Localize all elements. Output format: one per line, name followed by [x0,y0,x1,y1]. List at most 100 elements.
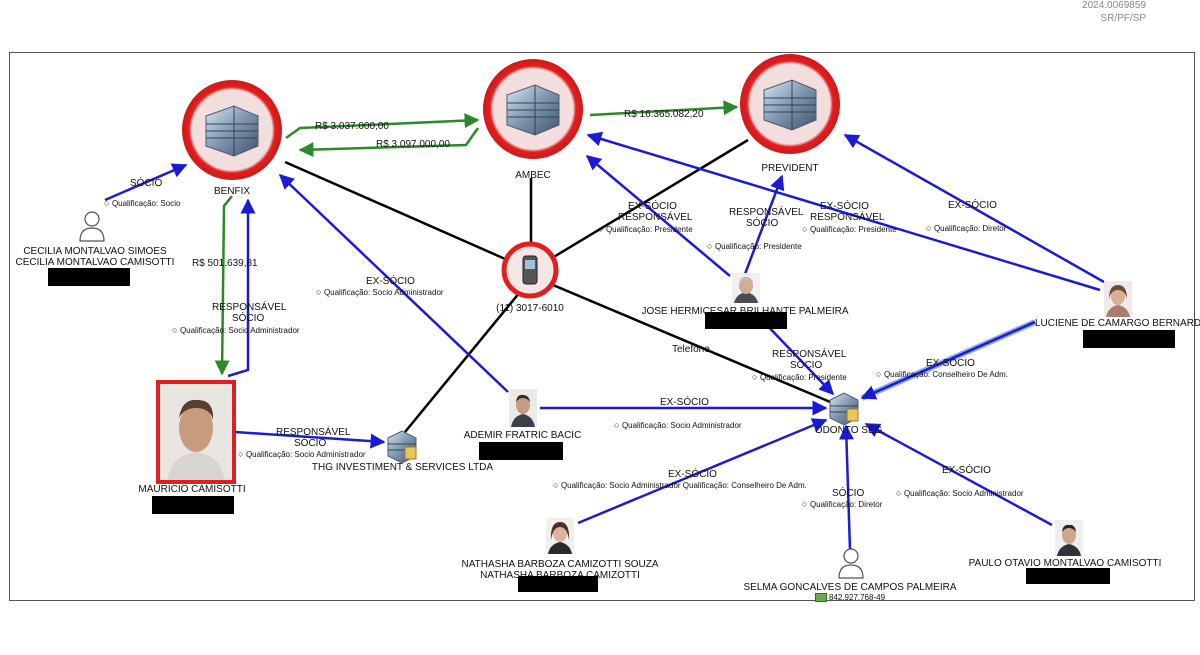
benfix-node [182,80,282,180]
president-node [740,54,840,154]
jose-odonto-label-2: SÓCIO [790,360,823,371]
ambec-label: AMBEC [515,170,551,181]
edge-jose-ambec [585,155,731,277]
cecilia-qualification: Qualificação: Socio [104,198,180,209]
phone-label: (11) 3017-6010 [496,303,564,314]
selma-document: 842.927.768-49 [810,592,890,603]
luciene-label: LUCIENE DE CAMARGO BERNARDO [1035,318,1200,329]
luciene-president-label: EX-SÓCIO [948,200,997,211]
document-number: 2024.0069859 [1082,0,1146,11]
cecilia-relation-label: SÓCIO [130,178,163,189]
edge-benfix-phone [284,160,513,264]
cecilia-label-1: CECILIA MONTALVAO SIMOES [23,246,167,257]
edge-ambec-benfix-money-2 [298,127,480,158]
mauricio-benfix-qualification: Qualificação: Socio Administrador [172,325,300,336]
jose-label: JOSE HERMICESAR BRILHANTE PALMEIRA [641,306,849,317]
edge-mauricio-thg [234,430,386,449]
selma-label: SELMA GONCALVES DE CAMPOS PALMEIRA [743,582,957,593]
ambec-node [483,59,583,159]
president-label: PREVIDENT [761,163,819,174]
edge-luciene-president [843,133,1105,284]
mauricio-benfix-label-1: RESPONSÁVEL [212,302,287,313]
building-icon [387,430,417,464]
selma-odonto-label: SÓCIO [832,488,865,499]
ademir-benfix-qualification: Qualificação: Socio Administrador [316,287,444,298]
mauricio-label: MAURICIO CAMISOTTI [138,484,246,495]
ademir-redaction [479,442,563,460]
building-icon [763,79,817,131]
benfix-label: BENFIX [213,186,251,197]
phone-node [501,241,559,299]
edge-benfix-mauricio-money [214,195,233,376]
edge-president-phone [551,138,749,260]
jose-redaction [705,312,787,329]
nathasha-photo [546,518,574,554]
odonto-node [829,392,859,426]
luciene-odonto-label: EX-SÓCIO [926,358,975,369]
mauricio-photo [156,380,236,484]
jose-odonto-label-1: RESPONSÁVEL [772,349,847,360]
edge-benfix-ambec-money-1 [285,113,480,140]
mauricio-thg-qualification: Qualificação: Socio Administrador [238,449,366,460]
jose-odonto-qualification: Qualificação: Presidente [752,372,847,383]
selma-odonto-qualification: Qualificação: Diretor [802,499,882,510]
paulo-redaction [1026,568,1110,584]
nathasha-odonto-label: EX-SÓCIO [668,469,717,480]
edge-nathasha-odonto [577,418,828,525]
edge-mauricio-benfix [227,198,256,378]
luciene-ambec-label-1: EX-SÓCIO [820,201,869,212]
ademir-label: ADEMIR FRATRIC BACIC [463,430,582,441]
document-reference: SR/PF/SP [1100,13,1146,24]
luciene-photo [1104,281,1132,317]
person-photo-icon [732,273,760,303]
person-photo-icon [160,384,232,480]
thg-label: THG INVESTIMENT & SERVICES LTDA [311,462,494,473]
edge-phone-thg [404,291,521,433]
edge-ambec-president-money [589,100,739,117]
money-label-4: R$ 501.639,81 [192,258,258,269]
person-photo-icon [546,518,574,554]
jose-photo [732,273,760,303]
luciene-ambec-qualification: Qualificação: Presidente [802,224,897,235]
mauricio-thg-label-2: SÓCIO [294,438,327,449]
luciene-redaction [1083,330,1175,348]
jose-ambec-label-1: EX-SÓCIO [628,201,677,212]
building-icon [506,84,560,136]
jose-ambec-label-2: RESPONSÁVEL [618,212,693,223]
telefone-label: Telefone [672,344,710,355]
mauricio-thg-label-1: RESPONSÁVEL [276,427,351,438]
luciene-ambec-label-2: RESPONSÁVEL [810,212,885,223]
paulo-photo [1055,520,1083,556]
money-label-3: R$ 16.365.082,20 [624,109,704,120]
cecilia-silhouette [79,211,105,242]
nathasha-label-2: NATHASHA BARBOZA CAMIZOTTI [480,570,640,581]
edge-cecilia-benfix [104,163,188,202]
ademir-odonto-qualification: Qualificação: Socio Administrador [614,420,742,431]
cecilia-label-2: CECILIA MONTALVAO CAMISOTTI [15,257,175,268]
mauricio-benfix-label-2: SÓCIO [232,313,265,324]
paulo-label: PAULO OTAVIO MONTALVAO CAMISOTTI [968,558,1162,569]
building-icon [205,105,259,157]
edge-selma-odonto [838,424,854,551]
luciene-odonto-qualification: Qualificação: Conselheiro De Adm. [876,369,1008,380]
paulo-odonto-label: EX-SÓCIO [942,465,991,476]
person-photo-icon [1104,281,1132,317]
edge-phone-odonto [552,283,836,406]
jose-president-qualification: Qualificação: Presidente [707,241,802,252]
ademir-benfix-label: EX-SÓCIO [366,276,415,287]
odonto-label: ODONTO SEG. [814,425,886,436]
id-card-icon [814,593,827,603]
jose-president-label-2: SÓCIO [746,218,779,229]
cecilia-redaction [48,268,130,286]
nathasha-label-1: NATHASHA BARBOZA CAMIZOTTI SOUZA [461,559,659,570]
paulo-odonto-qualification: Qualificação: Socio Administrador [896,488,1024,499]
thg-node [387,430,417,464]
selma-document-number: 842.927.768-49 [828,593,886,602]
person-photo-icon [509,389,537,427]
person-photo-icon [1055,520,1083,556]
money-label-2: R$ 3.097.000,00 [376,139,450,150]
money-label-1: R$ 3.037.000,00 [315,121,389,132]
nathasha-odonto-qualification: Qualificação: Socio Administrador Qualif… [553,480,807,491]
edge-ademir-benfix [278,173,509,393]
